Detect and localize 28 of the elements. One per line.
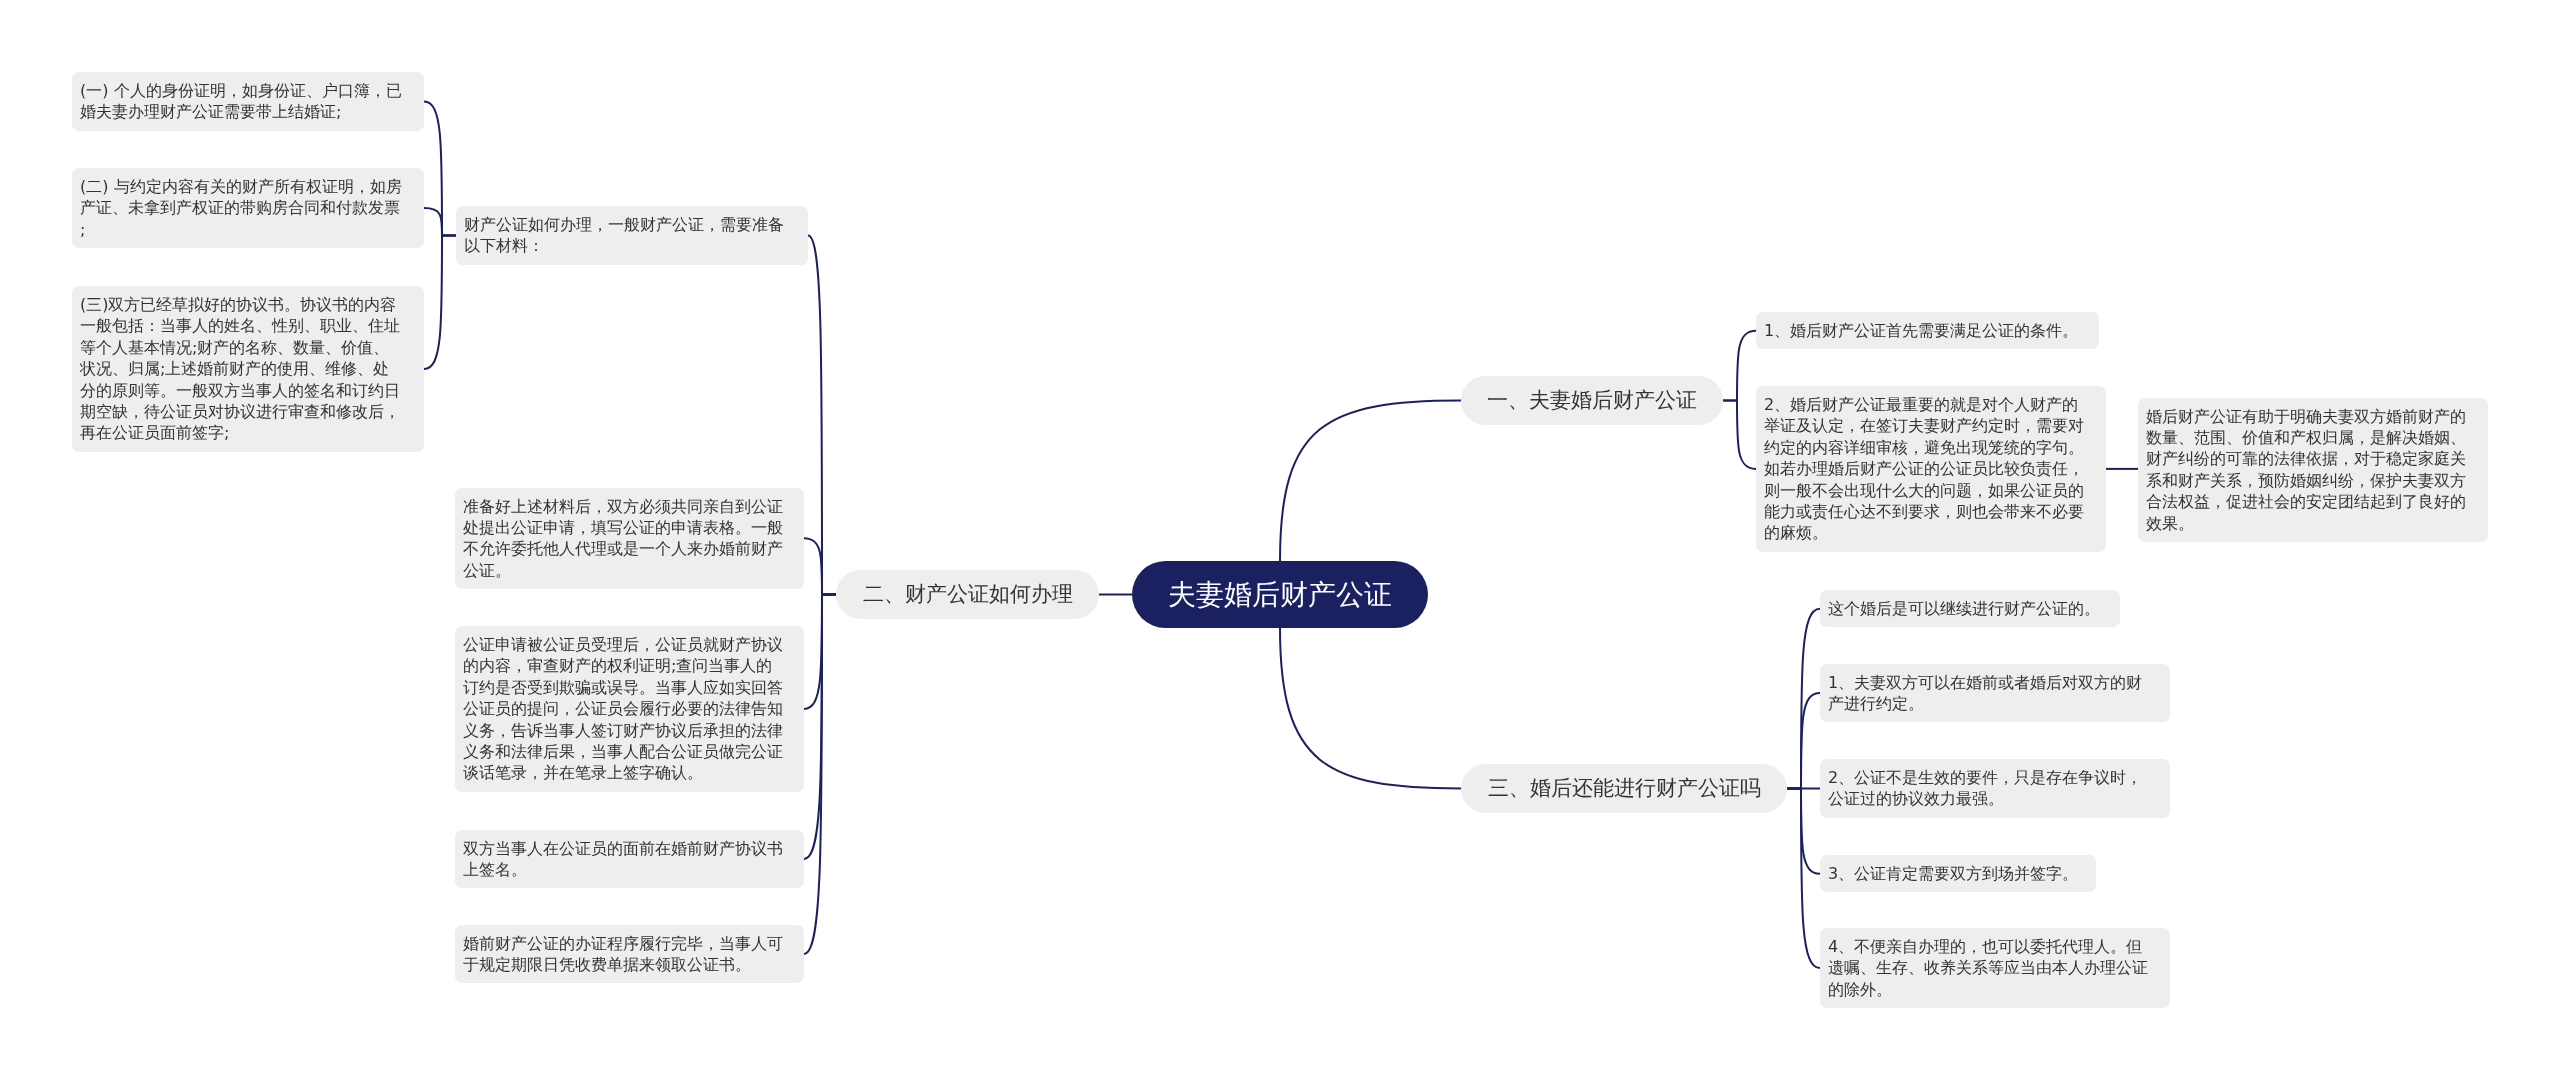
text-card: 这个婚后是可以继续进行财产公证的。 xyxy=(1820,590,2120,628)
connector-line xyxy=(2105,467,2139,470)
text-card: 婚后财产公证有助于明确夫妻双方婚前财产的数量、范围、价值和产权归属，是解决婚姻、财产纠纷的可靠的法律依据，对于稳定家庭关系和财产关系，预防婚姻纠纷，保护夫妻双方合法权益，促进社会的安定团结起到了良好的效果。 xyxy=(2138,397,2488,542)
text-card: (三)双方已经草拟好的协议书。协议书的内容一般包括：当事人的姓名、性别、职业、住址等个人基本情况;财产的名称、数量、价值、状况、归属;上述婚前财产的使用、维修、处分的原则等。一般双方当事人的签名和订约日期空缺，待公证员对协议进行审查和修改后，再在公证员面前签字; xyxy=(72,286,424,452)
connector-line xyxy=(1279,399,1462,562)
connector-line xyxy=(803,593,837,955)
text-card: 财产公证如何办理，一般财产公证，需要准备以下材料： xyxy=(456,206,808,265)
connector-line xyxy=(1786,787,1821,970)
connector-line xyxy=(423,234,457,370)
text-card: 婚前财产公证的办证程序履行完毕，当事人可于规定期限日凭收费单据来领取公证书。 xyxy=(455,924,804,984)
text-card: (二) 与约定内容有关的财产所有权证明，如房产证、未拿到产权证的带购房合同和付款发票; xyxy=(72,168,424,249)
text-card: 4、不便亲自办理的，也可以委托代理人。但遗嘱、生存、收养关系等应当由本人办理公证的除外。 xyxy=(1820,928,2170,1009)
text-card: 2、婚后财产公证最重要的就是对个人财产的举证及认定，在签订夫妻财产约定时，需要对约定的内容详细审核，避免出现笼统的字句。如若办理婚后财产公证的公证员比较负责任，则一般不会出现什么大的问题，如果公证员的能力或责任心达不到要求，则也会带来不必要的麻烦。 xyxy=(1756,386,2106,552)
text-card: 3、公证肯定需要双方到场并签字。 xyxy=(1820,855,2096,893)
text-card: 公证申请被公证员受理后，公证员就财产协议的内容，审查财产的权利证明;查问当事人的订约是否受到欺骗或误导。当事人应如实回答公证员的提问，公证员会履行必要的法律告知义务，告诉当事人签订财产协议后承担的法律义务和法律后果，当事人配合公证员做完公证谈话笔录，并在笔录上签字确认。 xyxy=(455,626,804,792)
connector-line xyxy=(1279,627,1462,790)
branch-topic: 三、婚后还能进行财产公证吗 xyxy=(1461,764,1787,813)
text-card: 2、公证不是生效的要件，只是存在争议时，公证过的协议效力最强。 xyxy=(1820,759,2170,818)
text-card: 准备好上述材料后，双方必须共同亲自到公证处提出公证申请，填写公证的申请表格。一般不允许委托他人代理或是一个人来办婚前财产公证。 xyxy=(455,487,804,590)
text-card: 1、婚后财产公证首先需要满足公证的条件。 xyxy=(1756,312,2099,350)
connector-line xyxy=(1722,399,1757,470)
text-card: 1、夫妻双方可以在婚前或者婚后对双方的财产进行约定。 xyxy=(1820,663,2170,723)
text-card: 双方当事人在公证员的面前在婚前财产协议书上签名。 xyxy=(455,829,804,889)
branch-topic: 二、财产公证如何办理 xyxy=(836,570,1099,619)
branch-topic: 一、夫妻婚后财产公证 xyxy=(1461,376,1723,425)
text-card: (一) 个人的身份证明，如身份证、户口簿，已婚夫妻办理财产公证需要带上结婚证; xyxy=(72,72,424,131)
central-topic: 夫妻婚后财产公证 xyxy=(1132,561,1428,628)
connector-line xyxy=(1098,593,1133,596)
